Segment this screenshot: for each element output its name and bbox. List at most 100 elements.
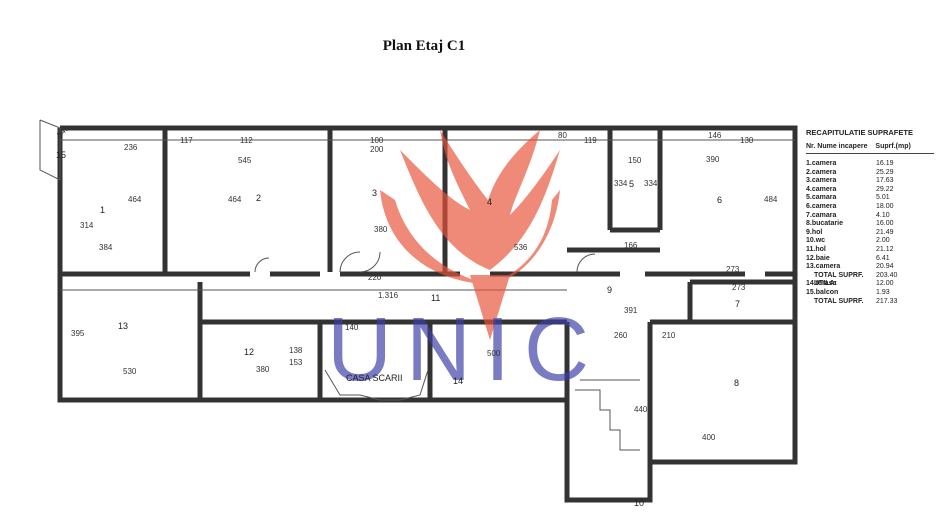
legend-row: 6.camera 18.00: [806, 203, 934, 212]
room-area: 16.19: [876, 160, 894, 167]
room-number: 5: [629, 179, 634, 189]
room-number: 8: [734, 378, 739, 388]
legend-row: 10.wc 2.00: [806, 237, 934, 246]
legend-row: TOTAL SUPRF. UTILA: 203.40: [806, 271, 934, 288]
dimension: 464: [228, 195, 242, 204]
room-area: 5.01: [876, 194, 890, 202]
room-area: 217.33: [876, 297, 898, 305]
room-name: 8.bucatarie: [806, 220, 843, 228]
watermark-text: UNIC: [327, 300, 603, 400]
room-area: 21.12: [876, 245, 894, 253]
dimension: 500: [487, 349, 501, 358]
dimension: 380: [374, 225, 388, 234]
dimension: 273: [732, 283, 746, 292]
dimension: 484: [764, 195, 778, 204]
dimension: 464: [128, 195, 142, 204]
dimension: 400: [702, 433, 716, 442]
room-area: 2.00: [876, 237, 890, 245]
room-name: 6.camera: [806, 202, 837, 210]
room-name: 1.camera: [806, 160, 837, 167]
room-number: 2: [256, 193, 261, 203]
room-name: TOTAL SUPRF.: [814, 297, 864, 305]
room-number: 14: [453, 376, 463, 386]
room-number: 12: [244, 347, 254, 357]
phoenix-logo-icon: [380, 130, 560, 340]
dimension: 314: [80, 221, 94, 230]
legend-row: 9.hol 21.49: [806, 229, 934, 238]
dimension: 1.316: [378, 291, 399, 300]
room-number: 3: [372, 188, 377, 198]
legend-row: 7.camara 4.10: [806, 212, 934, 221]
room-name: 7.camara: [806, 211, 837, 219]
dimension: 273: [726, 265, 740, 274]
room-name: 9.hol: [806, 228, 823, 236]
dimension: 545: [238, 156, 252, 165]
dimension: 140: [345, 323, 359, 332]
room-name: 10.wc: [806, 237, 826, 245]
col-name: Nr. Nume incapere: [806, 143, 868, 150]
room-numbers: 1 2 3 4 5 6 7 8 9 10 11 12 13 14 15 CASA…: [56, 150, 740, 508]
dimension: 153: [289, 358, 303, 367]
room-name: 5.camara: [806, 194, 837, 202]
room-area: 4.10: [876, 211, 890, 219]
area-summary-table: RECAPITULATIE SUPRAFETE Nr. Nume incaper…: [806, 128, 934, 306]
room-area: 6.41: [876, 254, 890, 262]
dimension: 80: [558, 131, 567, 140]
dimension: 166: [624, 241, 638, 250]
dimension: 138: [289, 346, 303, 355]
dimension: 220: [368, 273, 382, 282]
plan-title: Plan Etaj C1: [382, 38, 466, 54]
dimension: 150: [628, 156, 642, 165]
dimension: 536: [514, 243, 528, 252]
room-area: 21.49: [876, 228, 894, 236]
room-area: 18.00: [876, 202, 894, 210]
room-number: 13: [118, 321, 128, 331]
dimension: 391: [624, 306, 638, 315]
room-name: 14.terasa: [806, 280, 837, 288]
room-number: 6: [717, 195, 722, 205]
room-area: 20.94: [876, 263, 894, 271]
dimension: 112: [240, 136, 253, 145]
room-name: TOTAL SUPRF. UTILA:: [814, 271, 864, 288]
dimension: 390: [706, 155, 720, 164]
walls: [39, 119, 798, 503]
room-number: 7: [735, 299, 740, 309]
dimension: 146: [708, 131, 722, 140]
legend-row: 13.camera 20.94: [806, 263, 934, 272]
legend-row: TOTAL SUPRF. 217.33: [806, 298, 934, 307]
room-name: 2.camera: [806, 168, 837, 176]
dimension: 117: [180, 136, 193, 145]
room-area: 17.63: [876, 177, 894, 185]
room-name: 4.camera: [806, 185, 837, 193]
dimension: 334: [644, 179, 658, 188]
dimension: 260: [614, 331, 628, 340]
room-number: 4: [487, 197, 492, 207]
legend-heading: RECAPITULATIE SUPRAFETE: [806, 128, 913, 137]
watermark: UNIC: [327, 130, 603, 400]
legend-row: 5.camara 5.01: [806, 194, 934, 203]
col-area: Suprf.(mp): [875, 143, 911, 150]
dimension: 200: [370, 145, 384, 154]
room-number: 15: [56, 150, 66, 160]
dimension: 440: [634, 405, 648, 414]
dimension: 334: [614, 179, 628, 188]
stair-label: CASA SCARII: [346, 373, 403, 383]
room-area: 203.40: [876, 271, 898, 279]
room-number: 1: [100, 205, 105, 215]
dimension: 210: [662, 331, 676, 340]
dimension: 384: [99, 243, 113, 252]
legend-columns: Nr. Nume incapere Suprf.(mp): [806, 143, 934, 154]
room-name: 13.camera: [806, 263, 841, 271]
dimension: 236: [124, 143, 138, 152]
dimension: 395: [71, 329, 85, 338]
room-area: 1.93: [876, 288, 890, 296]
